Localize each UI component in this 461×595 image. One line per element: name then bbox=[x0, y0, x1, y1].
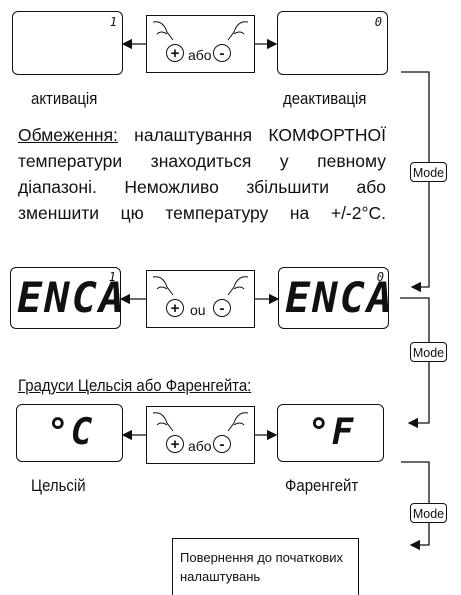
lcd-segment-text: °F bbox=[308, 412, 356, 453]
button-illustration-box: + або - bbox=[146, 406, 255, 464]
lcd-value: 1 bbox=[109, 15, 117, 29]
lcd-value: 0 bbox=[374, 15, 382, 29]
lcd-display-fahrenheit: °F bbox=[277, 404, 384, 462]
caption-celsius: Цельсій bbox=[31, 476, 86, 495]
lcd-display-activation: 1 bbox=[12, 11, 123, 75]
hand-press-icon bbox=[152, 276, 249, 296]
caption-deactivation: деактивація bbox=[283, 89, 367, 108]
lcd-display-celsius: °C bbox=[16, 404, 123, 462]
minus-button-icon: - bbox=[213, 44, 231, 62]
caption-activation: активація bbox=[31, 89, 98, 108]
mode-button[interactable]: Mode bbox=[410, 342, 447, 362]
caption-fahrenheit: Фаренгейт bbox=[285, 476, 359, 495]
button-illustration-box: + ou - bbox=[146, 270, 255, 328]
lcd-value: 1 bbox=[108, 270, 116, 284]
lcd-display-enca-on: ENCA 1 bbox=[10, 267, 124, 329]
or-text: ou bbox=[190, 302, 206, 318]
hand-press-icon bbox=[152, 412, 249, 432]
restriction-text: налаштування КОМФОРТНОЇ температури знах… bbox=[18, 125, 386, 223]
or-text: або bbox=[188, 438, 212, 454]
lcd-value: 0 bbox=[376, 270, 384, 284]
minus-button-icon: - bbox=[213, 435, 231, 453]
plus-button-icon: + bbox=[166, 299, 184, 317]
section-title-units: Градуси Цельсія або Фаренгейта: bbox=[18, 376, 252, 395]
restriction-heading: Обмеження: bbox=[18, 125, 118, 145]
lcd-display-enca-off: ENCA 0 bbox=[278, 267, 392, 329]
mode-button[interactable]: Mode bbox=[410, 162, 447, 182]
lcd-display-deactivation: 0 bbox=[277, 11, 388, 75]
lcd-segment-text: °C bbox=[47, 412, 95, 453]
or-text: або bbox=[188, 47, 212, 63]
plus-button-icon: + bbox=[166, 44, 184, 62]
mode-button[interactable]: Mode bbox=[410, 503, 447, 523]
minus-button-icon: - bbox=[213, 299, 231, 317]
return-to-defaults-note: Повернення до початкових налаштувань bbox=[172, 538, 359, 595]
hand-press-icon bbox=[152, 21, 249, 41]
restriction-paragraph: Обмеження: налаштування КОМФОРТНОЇ темпе… bbox=[18, 122, 386, 226]
lcd-segment-text: ENCA bbox=[17, 273, 127, 322]
plus-button-icon: + bbox=[166, 435, 184, 453]
lcd-segment-text: ENCA bbox=[285, 273, 395, 322]
button-illustration-box: + або - bbox=[146, 15, 255, 73]
